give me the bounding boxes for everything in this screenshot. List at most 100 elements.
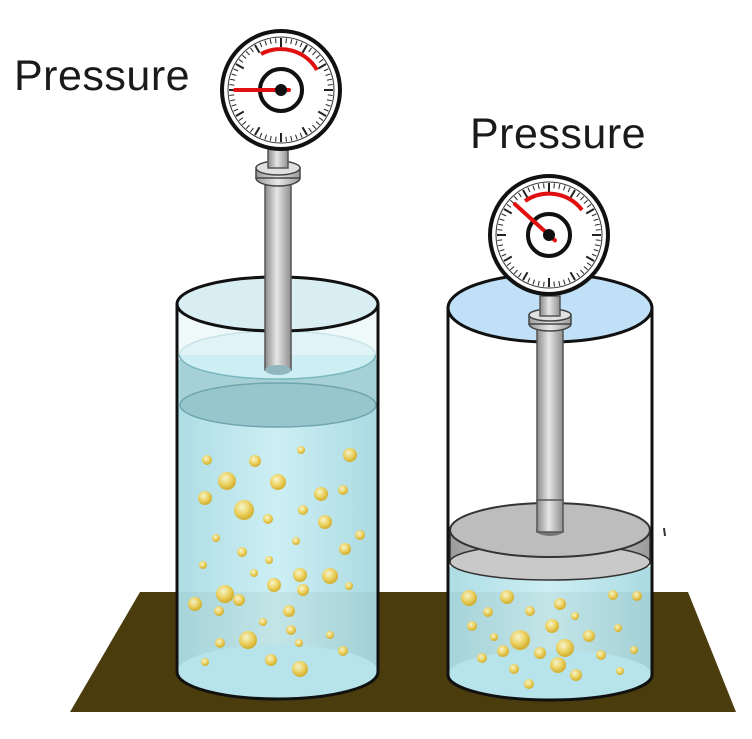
gauge-tick bbox=[576, 272, 580, 278]
gas-bubble bbox=[545, 619, 559, 633]
gauge-tick bbox=[285, 38, 287, 44]
gauge-tick bbox=[499, 218, 505, 221]
gauge-tick bbox=[323, 68, 329, 72]
gas-bubble bbox=[343, 448, 357, 462]
gas-bubble bbox=[292, 661, 308, 677]
gauge-tick bbox=[245, 124, 250, 129]
gas-bubble bbox=[265, 654, 277, 666]
gauge-tick bbox=[532, 185, 535, 191]
gas-bubble bbox=[237, 547, 247, 557]
right-pressure-label: Pressure bbox=[470, 110, 647, 158]
gas-bubble bbox=[614, 624, 622, 632]
gauge-tick bbox=[583, 266, 588, 271]
gauge-tick bbox=[327, 94, 333, 96]
gauge-tick bbox=[503, 208, 513, 215]
gauge-tick bbox=[576, 192, 580, 198]
left-piston-rod bbox=[264, 179, 292, 371]
gas-bubble bbox=[201, 658, 209, 666]
gauge-tick bbox=[231, 73, 237, 76]
gauge-tick bbox=[501, 253, 507, 257]
gauge-tick bbox=[308, 47, 312, 53]
gauge-tick bbox=[563, 185, 566, 191]
gas-bubble bbox=[525, 606, 535, 616]
gauge-tick bbox=[326, 99, 332, 102]
gauge-tick bbox=[553, 183, 555, 189]
gauge-tick bbox=[264, 134, 267, 140]
gauge-tick bbox=[250, 127, 254, 133]
gas-bubble bbox=[270, 474, 286, 490]
gauge-tick bbox=[522, 189, 529, 199]
gauge-tick bbox=[233, 68, 239, 72]
gauge-tick bbox=[235, 110, 245, 117]
gauge-tick bbox=[301, 44, 308, 54]
gauge-tick bbox=[532, 279, 535, 285]
gas-bubble bbox=[314, 487, 328, 501]
gauge-tick bbox=[585, 208, 595, 215]
gauge-tick bbox=[585, 255, 595, 262]
gauge-tick bbox=[285, 136, 287, 142]
gauge-tick bbox=[522, 271, 529, 281]
left-gas-bubbles bbox=[188, 446, 365, 677]
gauge-tick bbox=[269, 135, 272, 141]
left-cylinder bbox=[175, 147, 380, 701]
gauge-tick bbox=[250, 47, 254, 53]
gauge-tick bbox=[242, 54, 247, 59]
gauge-tick bbox=[513, 269, 518, 274]
gas-bubble bbox=[298, 505, 308, 515]
gauge-tick bbox=[245, 51, 250, 56]
gauge-tick bbox=[269, 39, 272, 45]
gas-bubble bbox=[249, 455, 261, 467]
gas-bubble bbox=[239, 631, 257, 649]
gas-bubble bbox=[283, 605, 295, 617]
gauge-tick bbox=[518, 272, 522, 278]
gas-bubble bbox=[467, 621, 477, 631]
gauge-tick bbox=[510, 266, 515, 271]
gauge-tick bbox=[325, 104, 331, 107]
gas-bubble bbox=[233, 594, 245, 606]
gas-bubble bbox=[297, 584, 309, 596]
right-piston bbox=[449, 499, 651, 581]
gas-bubble bbox=[500, 590, 514, 604]
gas-bubble bbox=[202, 455, 212, 465]
gas-bubble bbox=[632, 591, 642, 601]
gauge-tick bbox=[318, 59, 324, 63]
gauge-tick bbox=[326, 78, 332, 81]
gas-bubble bbox=[295, 639, 303, 647]
gauge-tick bbox=[327, 84, 333, 86]
gauge-tick bbox=[580, 269, 585, 274]
gauge-tick bbox=[317, 110, 327, 117]
gas-bubble bbox=[259, 618, 267, 626]
gas-bubble bbox=[510, 630, 530, 650]
gauge-tick bbox=[567, 277, 571, 283]
gauge-tick bbox=[503, 255, 513, 262]
gauge-tick bbox=[299, 132, 303, 138]
gauge-tick bbox=[583, 199, 588, 204]
gas-bubble bbox=[524, 679, 534, 689]
left-pressure-gauge bbox=[220, 29, 342, 151]
gas-bubble bbox=[216, 585, 234, 603]
gauge-tick bbox=[299, 42, 303, 48]
gas-bubble bbox=[286, 625, 296, 635]
gauge-tick bbox=[586, 262, 592, 266]
gas-bubble bbox=[534, 647, 546, 659]
gas-bubble bbox=[596, 650, 606, 660]
gas-bubble bbox=[297, 446, 305, 454]
gas-bubble bbox=[554, 598, 566, 610]
gauge-tick bbox=[553, 281, 555, 287]
gauge-tick bbox=[323, 108, 329, 112]
gauge-tick bbox=[591, 253, 597, 257]
gauge-tick bbox=[233, 108, 239, 112]
gas-bubble bbox=[212, 534, 220, 542]
gauge-tick bbox=[580, 196, 585, 201]
gas-bubble bbox=[265, 556, 273, 564]
gas-bubble bbox=[616, 667, 624, 675]
gas-bubble bbox=[318, 515, 332, 529]
gauge-tick bbox=[230, 78, 236, 81]
gauge-tick bbox=[569, 271, 576, 281]
gas-bubble bbox=[630, 646, 638, 654]
gas-bubble bbox=[497, 645, 509, 657]
gas-bubble bbox=[250, 569, 258, 577]
gauge-tick bbox=[501, 213, 507, 217]
gauge-tick bbox=[506, 204, 512, 208]
